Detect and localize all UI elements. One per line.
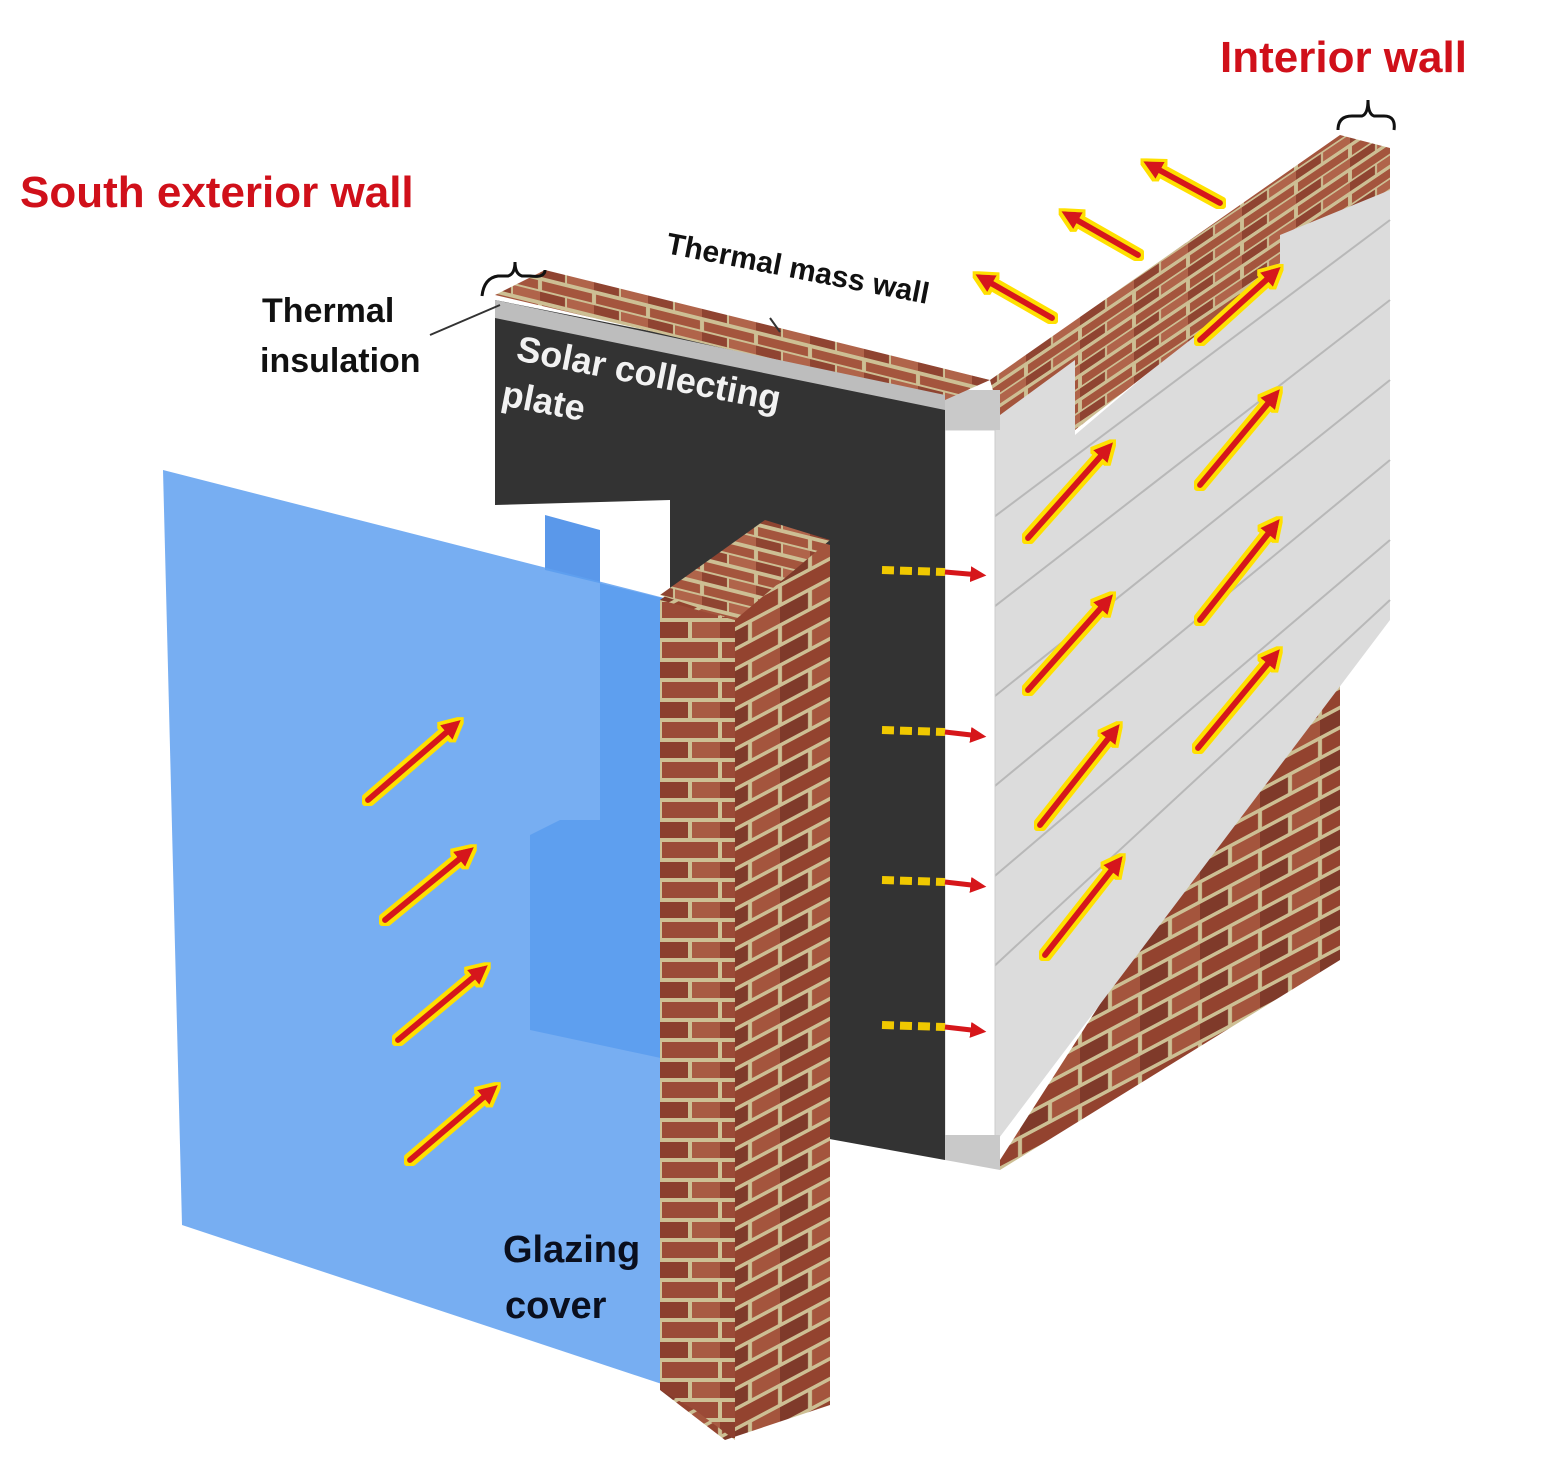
conduction-arrow [881, 876, 987, 893]
thermal-insulation-bottom [945, 1135, 1000, 1170]
thermal-mass-wall-top [495, 270, 990, 400]
heat-arrow [395, 965, 488, 1043]
exterior-wall-pillar-top [660, 520, 830, 620]
mass-wall-leader-line [769, 317, 781, 333]
heat-arrow [365, 719, 461, 803]
heat-arrow [1143, 161, 1223, 206]
thermal-insulation-label-line2: insulation [260, 342, 421, 380]
glazing-label-line1: Glazing [503, 1229, 640, 1271]
thermal-insulation-top-strip [495, 300, 945, 410]
insulation-leader-line [429, 304, 501, 336]
heat-arrow [1061, 211, 1141, 258]
heat-arrow [1042, 855, 1123, 958]
heat-arrow [1025, 442, 1114, 541]
conduction-arrow [881, 1021, 987, 1038]
curly-brace-icon [480, 261, 547, 297]
room-heat-arrows [975, 161, 1223, 321]
exterior-wall-pillar-front [660, 600, 735, 1440]
glazing-heat-arrows [365, 719, 498, 1163]
heat-arrow [1197, 389, 1280, 488]
conduction-arrows [881, 566, 987, 1038]
heat-arrow [407, 1085, 498, 1163]
heat-arrow [1197, 266, 1281, 343]
interior-wall-lines [989, 219, 1391, 971]
thermal-insulation-layer [944, 429, 996, 1151]
conduction-arrow [881, 566, 987, 583]
thermal-insulation-label-line1: Thermal [262, 292, 394, 330]
thermal-insulation-top [945, 390, 1000, 430]
interior-wall-brick-top [990, 135, 1390, 430]
heat-arrow [975, 274, 1055, 321]
thermal-mass-wall-label: Thermal mass wall [664, 227, 932, 310]
heat-arrow [1025, 594, 1114, 693]
interior-wall-label: Interior wall [1220, 33, 1467, 82]
south-exterior-wall-label: South exterior wall [20, 168, 414, 217]
glazing-label-line2: cover [505, 1285, 607, 1327]
heat-arrow [1197, 518, 1280, 623]
conduction-arrow [881, 726, 987, 743]
glazing-cover [163, 470, 695, 1395]
interior-wall-face [990, 165, 1390, 1150]
curly-brace-icon [1336, 99, 1396, 131]
heat-arrow [382, 847, 474, 923]
interior-heat-arrows [1025, 266, 1281, 958]
heat-arrow [1037, 723, 1120, 828]
heat-arrow [1195, 649, 1280, 751]
